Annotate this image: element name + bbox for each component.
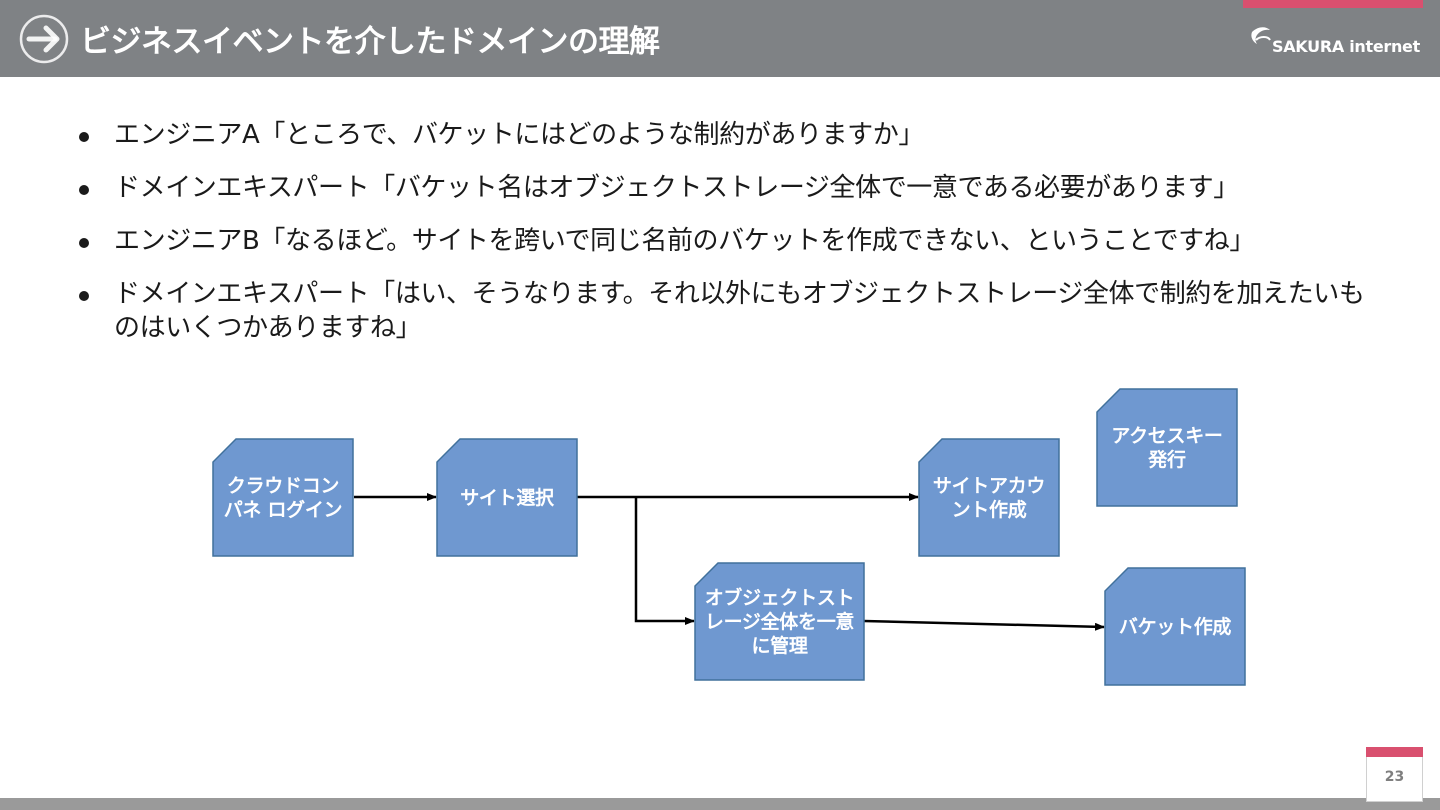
bullet-item: ドメインエキスパート「バケット名はオブジェクトストレージ全体で一意である必要があ… <box>70 171 1390 205</box>
bullet-item: ドメインエキスパート「はい、そうなります。それ以外にもオブジェクトストレージ全体… <box>70 277 1390 345</box>
bullet-dot-icon <box>79 291 89 301</box>
bullet-item: エンジニアB「なるほど。サイトを跨いで同じ名前のバケットを作成できない、というこ… <box>70 224 1390 258</box>
bullet-dot-icon <box>79 185 89 195</box>
company-logo-text: SAKURA internet <box>1272 37 1420 56</box>
node-login: クラウドコンパネ ログイン <box>223 474 343 521</box>
page-number: 23 <box>1384 769 1405 785</box>
bullet-text: ドメインエキスパート「はい、そうなります。それ以外にもオブジェクトストレージ全体… <box>114 279 1365 343</box>
header-accent-bar <box>1243 0 1423 8</box>
node-bucket: バケット作成 <box>1118 615 1232 638</box>
bullet-text: ドメインエキスパート「バケット名はオブジェクトストレージ全体で一意である必要があ… <box>114 173 1239 203</box>
bullet-text: エンジニアA「ところで、バケットにはどのような制約がありますか」 <box>114 120 924 150</box>
node-access-key: アクセスキー発行 <box>1111 424 1223 471</box>
sakura-logo-icon <box>1251 27 1271 44</box>
bullet-list: エンジニアA「ところで、バケットにはどのような制約がありますか」 ドメインエキス… <box>70 118 1390 364</box>
slide-header <box>0 0 1440 77</box>
arrow-obj-storage-to-bucket <box>863 619 1105 631</box>
bullet-dot-icon <box>79 132 89 142</box>
footer-bar <box>0 798 1440 810</box>
page-number-accent <box>1366 747 1423 757</box>
bullet-dot-icon <box>79 238 89 248</box>
bullet-item: エンジニアA「ところで、バケットにはどのような制約がありますか」 <box>70 118 1390 152</box>
arrow-site-select-to-obj-storage <box>634 497 695 625</box>
arrow-right-icon <box>19 14 69 64</box>
node-site-account: サイトアカウント作成 <box>932 474 1046 521</box>
node-site-select: サイト選択 <box>460 486 554 509</box>
slide-title: ビジネスイベントを介したドメインの理解 <box>80 24 660 60</box>
bullet-text: エンジニアB「なるほど。サイトを跨いで同じ名前のバケットを作成できない、というこ… <box>114 226 1255 256</box>
node-obj-storage: オブジェクトストレージ全体を一意に管理 <box>704 586 855 657</box>
